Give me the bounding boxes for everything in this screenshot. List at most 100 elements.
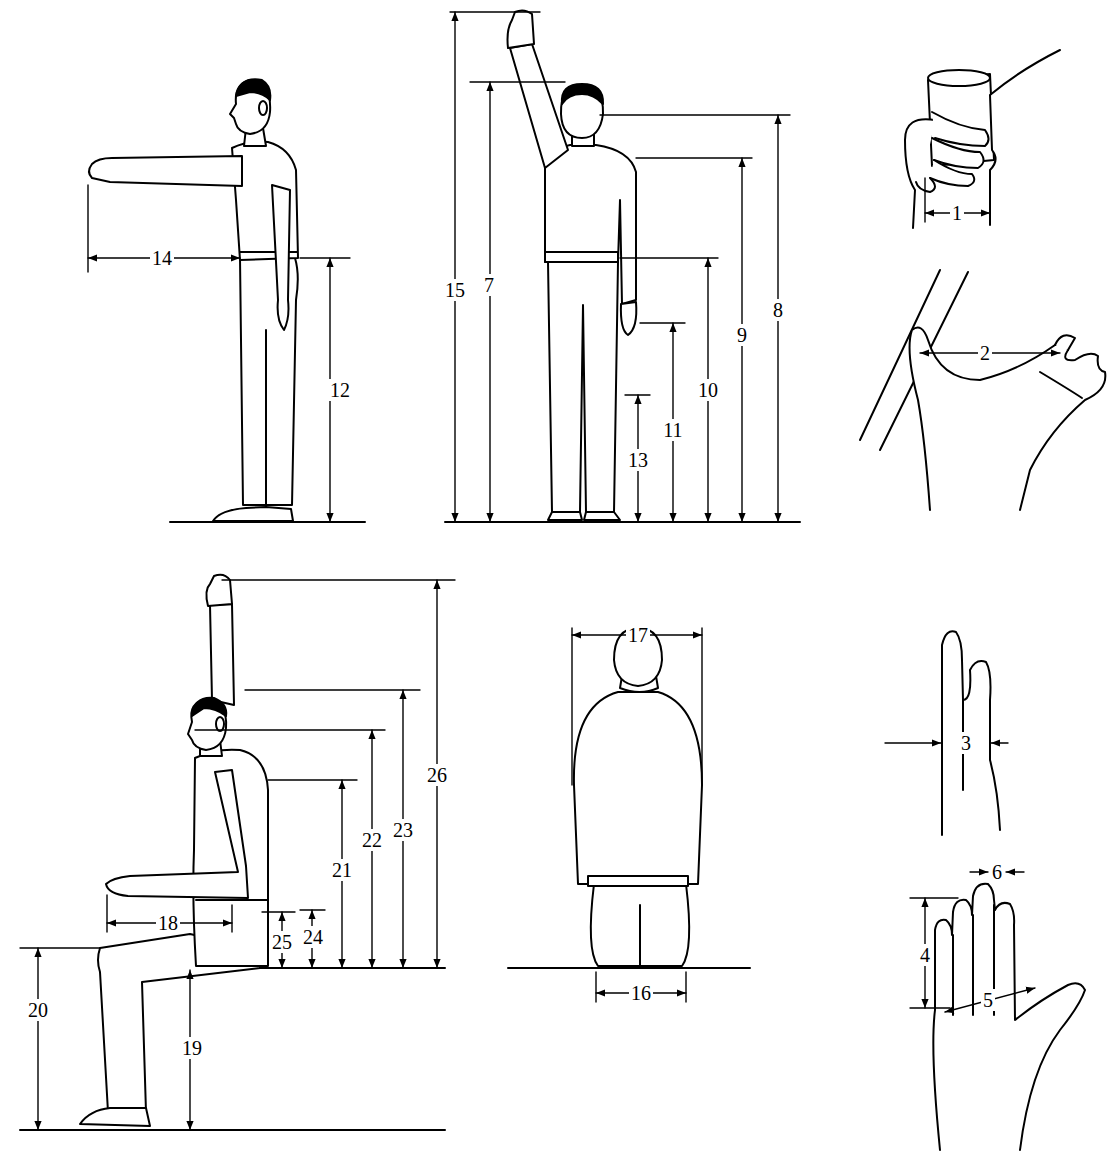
palm-hand [952, 935, 954, 1015]
dimension-arrow [885, 742, 941, 743]
callout-number: 2 [978, 342, 992, 364]
extension-line [268, 779, 357, 780]
callout-number: 17 [626, 624, 650, 646]
palm-hand [933, 884, 1085, 1150]
extension-line [87, 185, 88, 272]
extension-line [640, 322, 685, 323]
standing-front-figure [510, 44, 568, 168]
callout-number: 25 [270, 931, 294, 953]
extension-line [685, 972, 686, 1002]
extension-line [106, 895, 107, 932]
extension-line [910, 1007, 950, 1008]
standing-side-figure [265, 330, 267, 505]
dimension-arrow [945, 988, 1035, 1012]
dimension-arrow [991, 742, 1008, 743]
extension-line [636, 157, 752, 158]
seated-side-figure [80, 1108, 150, 1126]
extension-line [595, 972, 596, 1002]
callout-number: 15 [443, 279, 467, 301]
ground-line [20, 1129, 445, 1131]
palm-hand [933, 884, 1085, 1150]
dimension-arrow [454, 12, 455, 522]
standing-front-figure [562, 84, 603, 104]
ground-line [445, 521, 800, 523]
extension-line [470, 81, 565, 82]
standing-front-figure [548, 262, 618, 512]
seated-side-figure [106, 770, 248, 898]
extension-line [924, 178, 925, 222]
extension-line [620, 257, 718, 258]
grip-hand [928, 70, 990, 86]
seated-side-figure [196, 899, 268, 901]
ground-line [20, 522, 800, 1130]
extension-line [20, 12, 990, 1008]
callout-number: 20 [26, 999, 50, 1021]
extension-line [262, 911, 295, 912]
spread-hand [1040, 372, 1082, 398]
dimension-arrow [37, 948, 38, 1130]
callout-number: 23 [391, 819, 415, 841]
callout-number: 7 [482, 274, 496, 296]
standing-side-figure [272, 185, 290, 330]
spread-hand [860, 270, 1105, 510]
grip-hand [990, 50, 1060, 225]
standing-side-figure [240, 258, 298, 505]
seated-side-figure [216, 717, 224, 731]
standing-side-figure [236, 79, 270, 100]
callout-number: 11 [661, 419, 684, 441]
extension-line [450, 11, 540, 12]
extension-line [300, 257, 350, 258]
standing-side-figure [259, 101, 267, 115]
standing-front-figure [548, 512, 582, 520]
callout-number: 8 [771, 299, 785, 321]
extension-line [600, 114, 790, 115]
extension-line [231, 905, 232, 932]
standing-front-figure [545, 145, 636, 304]
callout-number: 4 [918, 944, 932, 966]
callout-number: 19 [180, 1037, 204, 1059]
palm-hand [972, 915, 974, 1015]
callout-number: 26 [425, 764, 449, 786]
seated-back-figure [574, 692, 702, 884]
standing-front-figure [584, 512, 620, 520]
seated-back-figure [639, 905, 641, 966]
seated-side-figure [80, 575, 268, 1126]
callout-number: 6 [990, 861, 1004, 883]
extension-line [571, 628, 572, 785]
callout-number: 12 [328, 379, 352, 401]
extension-line [20, 947, 100, 948]
callout-number: 22 [360, 829, 384, 851]
seated-side-figure [210, 604, 234, 705]
seated-back-figure [574, 628, 702, 966]
callout-number: 10 [696, 379, 720, 401]
ground-line [508, 967, 750, 969]
dimension-arrow [1006, 871, 1024, 872]
grip-hand [932, 112, 989, 146]
callout-number: 24 [301, 926, 325, 948]
callout-number: 14 [150, 247, 174, 269]
callout-number: 16 [629, 982, 653, 1004]
extension-line [910, 897, 958, 898]
standing-front-figure [621, 302, 636, 335]
callout-number: 21 [330, 859, 354, 881]
dimension-arrow [970, 871, 988, 872]
dimension-arrow [38, 12, 1060, 1130]
seated-side-figure [192, 698, 226, 716]
extension-line [989, 178, 990, 222]
extension-line [222, 579, 455, 580]
extension-line [245, 689, 420, 690]
dimension-arrow [489, 82, 490, 522]
standing-front-figure [545, 252, 618, 262]
seated-back-figure [588, 876, 688, 886]
standing-front-figure [508, 10, 637, 520]
flat-hand [942, 631, 1000, 835]
standing-front-figure [508, 10, 535, 48]
standing-side-figure [230, 80, 270, 134]
standing-side-figure [89, 156, 242, 186]
callout-number: 5 [981, 989, 995, 1011]
extension-line [195, 729, 385, 730]
spread-hand [910, 328, 1106, 510]
